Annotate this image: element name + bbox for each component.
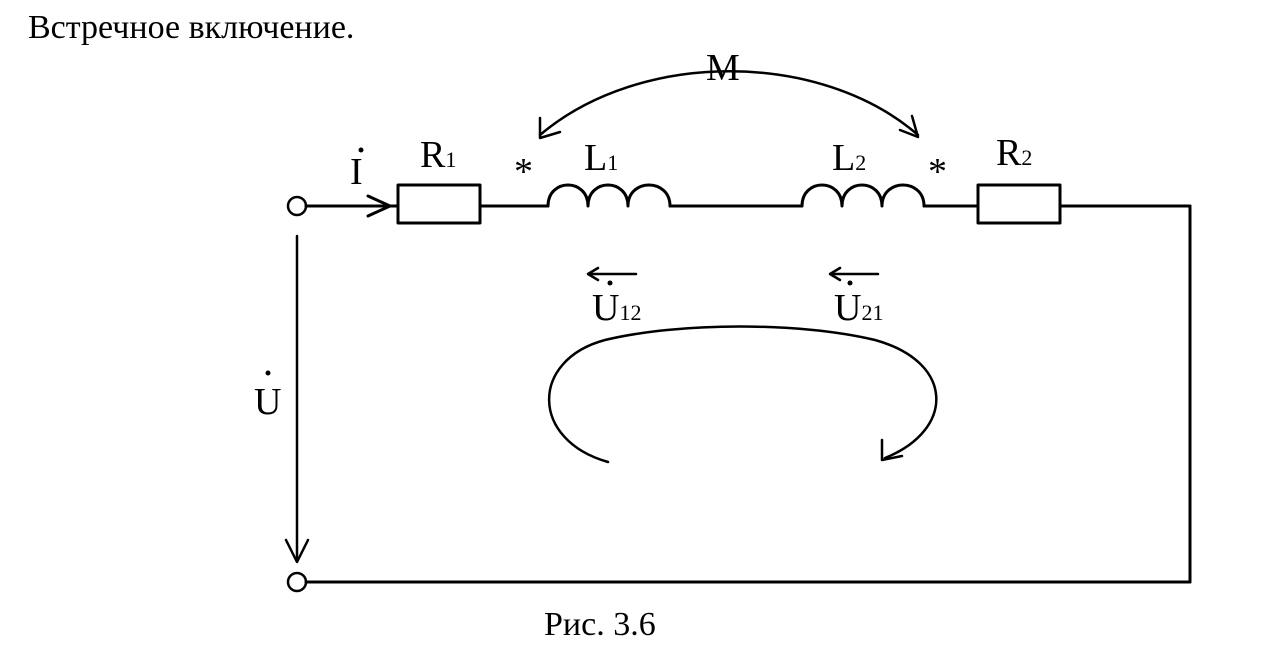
u12-arrow-head (586, 266, 600, 282)
u21-arrow-head (828, 266, 842, 282)
u21-dot (847, 280, 853, 286)
voltage-arrow-head (284, 538, 310, 564)
label-r1: R1 (420, 134, 456, 176)
top-terminal (286, 195, 308, 217)
mutual-arrow-right (898, 114, 920, 139)
label-i: I (350, 151, 363, 193)
diagram-heading: Встречное включение. (28, 9, 354, 46)
dot-marker-l1: * (514, 151, 533, 193)
resistor-r2 (976, 183, 1062, 225)
label-r2: R2 (996, 132, 1032, 174)
label-l2: L2 (832, 137, 866, 179)
circuit-wires (304, 204, 1192, 584)
resistor-r1 (396, 183, 482, 225)
label-u21: U21 (834, 287, 883, 329)
u12-dot (607, 280, 613, 286)
label-l1: L1 (584, 137, 618, 179)
inductor-l1 (546, 183, 672, 208)
mutual-arrow-left (538, 116, 562, 140)
dot-marker-l2: * (928, 151, 947, 193)
inductor-l2 (800, 183, 926, 208)
mutual-inductance-arc (538, 70, 920, 137)
current-dot (358, 147, 364, 153)
loop-arrow (547, 325, 938, 464)
label-u12: U12 (592, 287, 641, 329)
voltage-dot (265, 370, 271, 376)
label-u: U (254, 381, 281, 423)
loop-arrow-head (880, 438, 904, 462)
figure-caption: Рис. 3.6 (544, 606, 656, 643)
current-arrow (366, 194, 392, 218)
label-m: M (706, 47, 740, 89)
bottom-terminal (286, 571, 308, 593)
